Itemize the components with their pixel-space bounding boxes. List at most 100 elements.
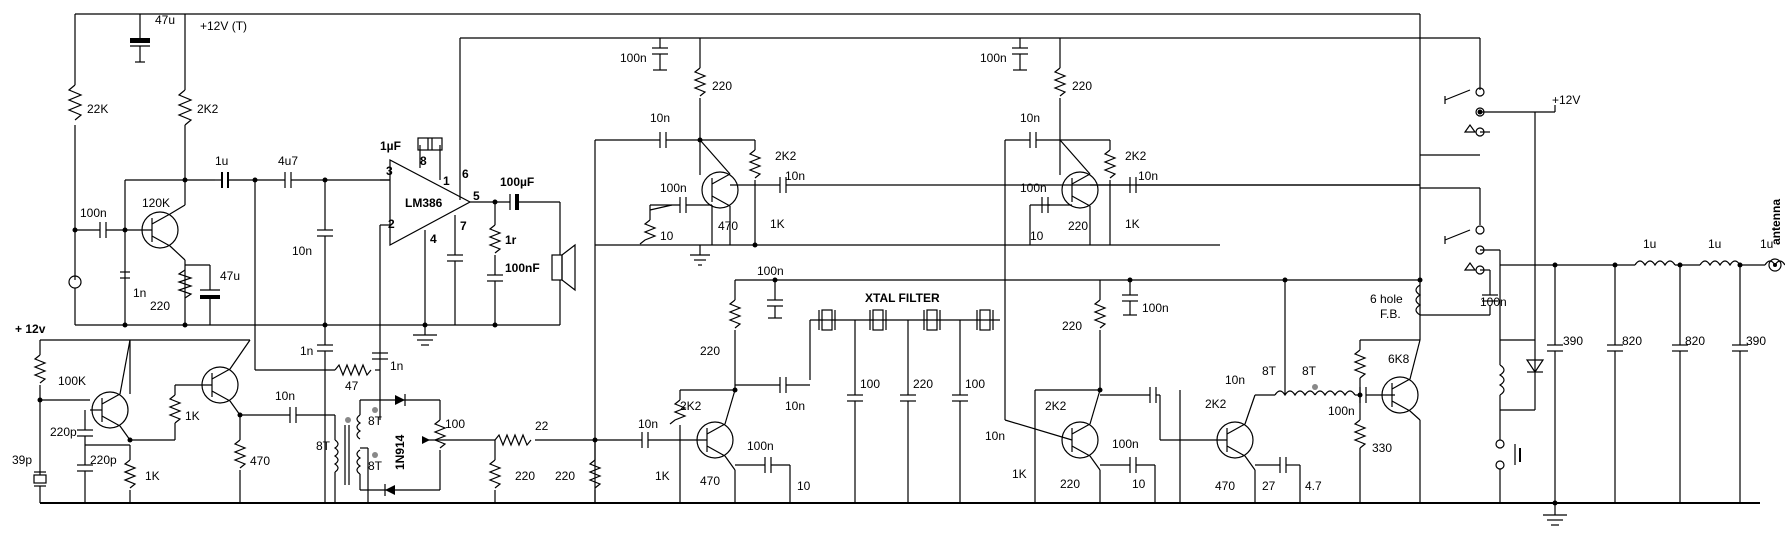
osc-c-couple: 10n [275,389,295,403]
low-pass-filter [1500,258,1785,526]
drv-c-out: 100n [1328,404,1355,418]
lower-amp-2 [1004,280,1160,503]
atten-r-shunt1: 220 [515,469,535,483]
ground-symbol [413,325,437,346]
rf1-c-bypass: 100n [620,51,647,65]
la2-c-bypass: 100n [1142,301,1169,315]
lm386-c-zobel: 100nF [505,261,540,275]
lm386-pin-5: 5 [473,189,480,203]
rf1-c-emit: 100n [660,181,687,195]
lpf-l3: 1u [1760,237,1773,251]
balanced-mixer [333,394,495,503]
coupling-c1: 1u [215,154,228,168]
la1-r-bias: 2K2 [680,399,702,413]
rf2-c-in: 10n [1020,111,1040,125]
drv-t2: 8T [1302,364,1317,378]
la2-r-bias: 2K2 [1045,399,1067,413]
coupling-c-shunt: 10n [292,244,312,258]
pa-stage [1353,284,1491,503]
pa-choke-line1: 6 hole [1370,292,1403,306]
rf-stage-1 [594,38,1420,503]
lpf-c2: 820 [1622,334,1642,348]
osc-c1: 220p [50,425,77,439]
la1-r-emit: 470 [700,474,720,488]
lm386-r-zobel: 1r [505,233,517,247]
pa-c-couple: 100n [1480,295,1507,309]
mic-amp-r-collector: 2K2 [197,102,219,116]
drv-t1: 8T [1262,364,1277,378]
mixer-c-a: 1n [300,344,313,358]
bm-turns-sec2: 8T [368,459,383,473]
oscillator-section [33,339,335,503]
lm386-pin-3: 3 [386,164,393,178]
osc-r-top: 100K [58,374,86,388]
coupling-network [215,172,390,371]
bm-diode: 1N914 [393,434,407,470]
pa-choke-line2: F.B. [1380,307,1401,321]
rf1-r-base: 1K [770,217,785,231]
supply-12v-right: +12V [1552,93,1580,107]
supply-12v-left: + 12v [15,322,46,336]
rf1-r-bias: 2K2 [775,149,797,163]
junction-dots [37,109,1743,506]
rf1-r-emit-a: 10 [660,229,674,243]
antenna-label: antenna [1769,199,1783,245]
lpf-c4: 390 [1746,334,1766,348]
ground-rail [40,324,1760,504]
lm386-amplifier [379,38,576,360]
mixer-net [317,325,388,503]
rf1-r-col: 220 [712,79,732,93]
la2-c-in: 10n [985,429,1005,443]
mic-amp-c-base: 1n [133,286,146,300]
la2-r-emit2: 10 [1132,477,1146,491]
rf-stage-2 [1004,38,1420,420]
la1-r-base: 1K [655,469,670,483]
driver-stage [1159,280,1395,503]
rf1-r-emit-b: 470 [718,219,738,233]
xtal-filter [735,279,1420,503]
la1-c-emit: 100n [747,439,774,453]
rf2-r-col: 220 [1072,79,1092,93]
mic-amp-c-bypass: 47u [155,13,175,27]
mic-amp-section [67,14,220,325]
lpf-c3: 820 [1685,334,1705,348]
drv-r-bias: 2K2 [1205,397,1227,411]
rf2-r-emit-b: 220 [1068,219,1088,233]
osc-c2: 220p [90,453,117,467]
la1-r-col: 220 [700,344,720,358]
lm386-c-out: 100µF [500,175,534,189]
lm386-pin-2: 2 [388,217,395,231]
lm386-pin-6: 6 [462,167,469,181]
osc-r-mid: 1K [185,409,200,423]
pa-r-emit: 330 [1372,441,1392,455]
mic-amp-c-in: 100n [80,206,107,220]
bm-turns-primary: 8T [316,439,331,453]
lower-amp-1 [640,280,810,503]
osc-xtal-c: 39p [12,453,32,467]
bm-turns-sec1: 8T [368,414,383,428]
rf2-c-bypass: 100n [980,51,1007,65]
la2-r-base: 1K [1012,467,1027,481]
la2-r-col: 220 [1062,319,1082,333]
drv-r-emit3: 4.7 [1305,479,1322,493]
la1-c-out: 10n [785,399,805,413]
atten-r-series: 22 [535,419,549,433]
lpf-c1: 390 [1563,334,1583,348]
mic-amp-r-feedback: 120K [142,196,170,210]
lm386-pin-4: 4 [430,232,437,246]
mixer-c-b: 1n [390,359,403,373]
tr-relay [1444,87,1556,503]
xtal-cap-2: 220 [913,377,933,391]
osc-r-emit: 470 [250,454,270,468]
lm386-pin-7: 7 [460,219,467,233]
drv-r-emit2: 27 [1262,479,1276,493]
rf2-r-emit-a: 10 [1030,229,1044,243]
rf1-c-in: 10n [650,111,670,125]
rf1-c-out: 10n [785,169,805,183]
supply-12v-t: +12V (T) [200,19,247,33]
coupling-c2: 4u7 [278,154,298,168]
xtal-c-bypass: 100n [757,264,784,278]
mic-amp-r-bias: 22K [87,102,108,116]
lm386-gain-cap: 1µF [380,139,401,153]
